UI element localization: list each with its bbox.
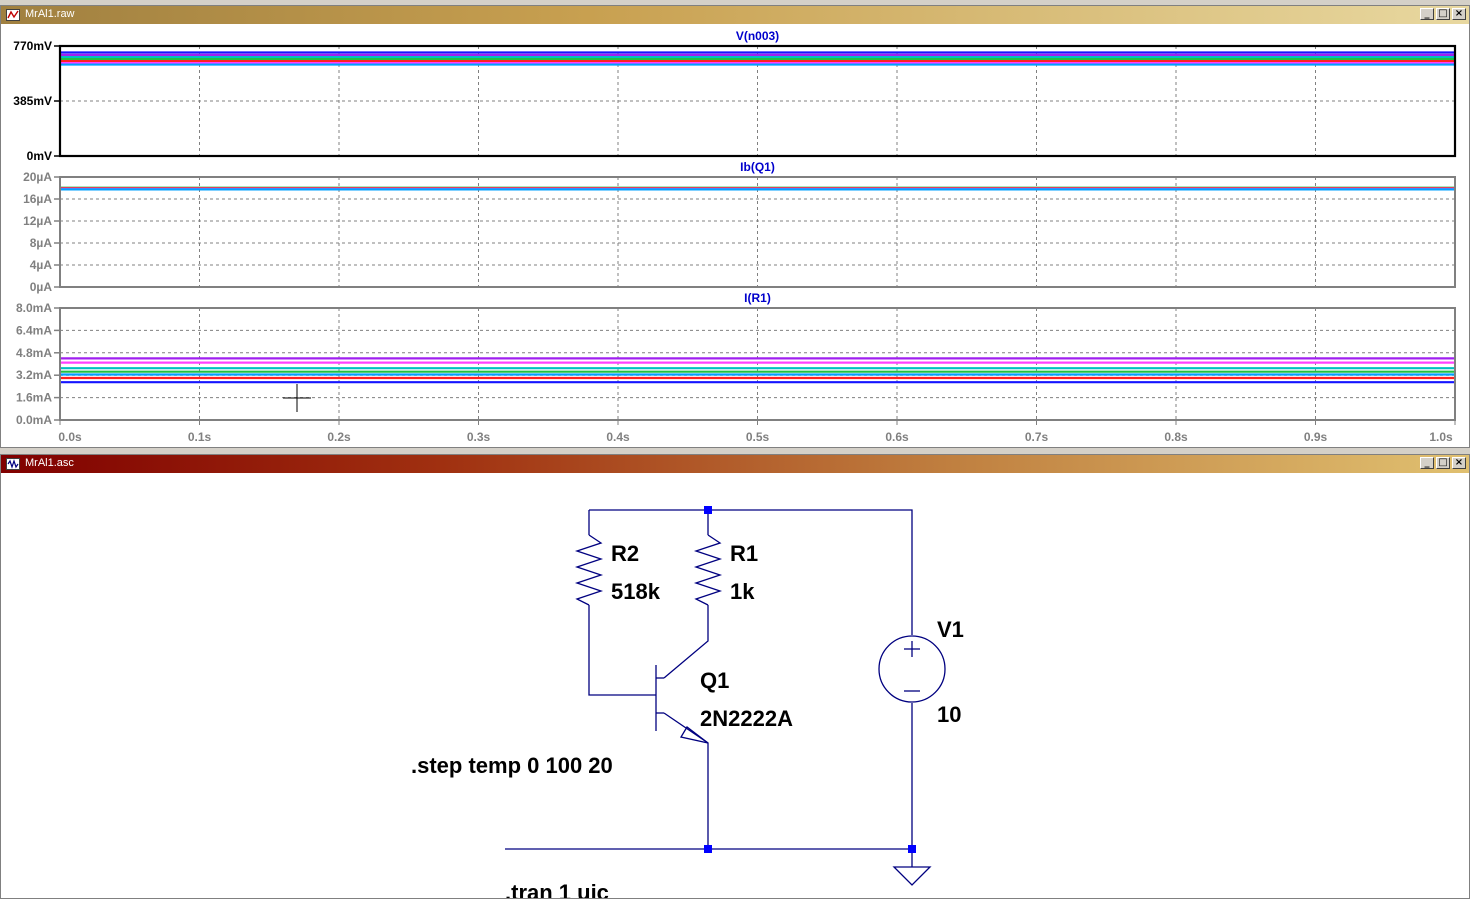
trace-title[interactable]: I(R1) [744, 291, 771, 305]
x-tick-label: 0.5s [746, 430, 770, 444]
schematic-icon [6, 458, 20, 470]
pane-1[interactable]: Ib(Q1) 0µA 4µA 8µA 12µA 16µA 20µA [23, 160, 1456, 294]
x-tick-label: 0.7s [1025, 430, 1049, 444]
q1-ref-label[interactable]: Q1 [700, 668, 729, 693]
schematic-maximize-button[interactable]: □ [1436, 457, 1450, 469]
y-tick-label: 8.0mA [16, 301, 52, 315]
schematic-window[interactable]: MrAl1.asc _ □ × [0, 454, 1470, 899]
tran-directive[interactable]: .tran 1 uic [505, 880, 609, 898]
plot-window-title: MrAl1.raw [25, 8, 75, 20]
y-tick-label: 3.2mA [16, 368, 52, 382]
pane-frame [59, 176, 1456, 288]
y-tick-label: 16µA [23, 192, 52, 206]
y-tick-label: 4.8mA [16, 346, 52, 360]
v1-ref-label[interactable]: V1 [937, 617, 964, 642]
pane-0[interactable]: V(n003) 0mV 385mV 770mV [13, 29, 1457, 163]
y-tick-label: 385mV [13, 94, 52, 108]
wire-top[interactable] [589, 509, 913, 635]
step-directive[interactable]: .step temp 0 100 20 [411, 753, 613, 778]
node-dot-ground[interactable] [908, 845, 916, 853]
plot-close-button[interactable]: × [1452, 8, 1466, 20]
resistor-r2-symbol[interactable] [574, 534, 604, 606]
schematic-window-title: MrAl1.asc [25, 457, 74, 469]
y-tick-label: 0mV [27, 149, 52, 163]
node-dot-emitter[interactable] [704, 845, 712, 853]
r1-value-label[interactable]: 1k [730, 579, 755, 604]
schematic-window-titlebar[interactable]: MrAl1.asc _ □ × [1, 455, 1469, 473]
waveform-icon [6, 9, 20, 21]
pane-frame [59, 307, 1456, 421]
v1-value-label[interactable]: 10 [937, 702, 961, 727]
plot-minimize-button[interactable]: _ [1420, 8, 1434, 20]
pane-2[interactable]: I(R1) 0.0s 0.1s 0.2s 0.3s 0.4s 0.5s 0.6s 0.7s 0.8… [16, 291, 1456, 444]
y-tick-label: 4µA [30, 258, 53, 272]
x-tick-label: 0.0s [58, 430, 82, 444]
wire-emitter[interactable] [663, 712, 709, 849]
x-tick-label: 0.3s [467, 430, 491, 444]
y-tick-label: 0.0mA [16, 413, 52, 427]
wire-r2-base[interactable] [588, 605, 656, 696]
transistor-q1-symbol[interactable] [655, 665, 709, 744]
r2-ref-label[interactable]: R2 [611, 541, 639, 566]
schematic-canvas[interactable]: R2 518k R1 1k Q1 2N2222A V1 10 .step tem… [1, 473, 1469, 898]
schematic-minimize-button[interactable]: _ [1420, 457, 1434, 469]
wire-r1-collector[interactable] [663, 605, 709, 679]
y-tick-label: 20µA [23, 170, 52, 184]
plot-maximize-button[interactable]: □ [1436, 8, 1450, 20]
y-tick-label: 0µA [30, 280, 53, 294]
x-tick-label: 0.9s [1304, 430, 1328, 444]
y-tick-label: 8µA [30, 236, 53, 250]
schematic-close-button[interactable]: × [1452, 457, 1466, 469]
x-tick-label: 0.4s [606, 430, 630, 444]
y-tick-label: 6.4mA [16, 323, 52, 337]
x-tick-label: 1.0s [1429, 430, 1453, 444]
x-tick-label: 0.8s [1164, 430, 1188, 444]
resistor-r1-symbol[interactable] [693, 534, 723, 606]
x-tick-label: 0.6s [885, 430, 909, 444]
trace-title[interactable]: Ib(Q1) [740, 160, 775, 174]
plot-window-titlebar[interactable]: MrAl1.raw _ □ × [1, 6, 1469, 24]
pane-frame [58, 44, 1457, 158]
plot-window[interactable]: MrAl1.raw _ □ × V(n003) 0mV 385mV 770mV Ib(Q… [0, 5, 1470, 448]
x-tick-label: 0.1s [188, 430, 212, 444]
node-dot-top[interactable] [704, 506, 712, 514]
y-tick-label: 770mV [13, 39, 52, 53]
waveform-plot-area[interactable]: V(n003) 0mV 385mV 770mV Ib(Q1) 0µA 4µA 8µA 12µA 1… [1, 24, 1469, 447]
r1-ref-label[interactable]: R1 [730, 541, 758, 566]
x-tick-label: 0.2s [327, 430, 351, 444]
y-tick-label: 1.6mA [16, 391, 52, 405]
voltage-source-v1-symbol[interactable] [878, 635, 946, 703]
mouse-crosshair [283, 384, 311, 412]
ground-symbol[interactable] [892, 866, 932, 886]
r2-value-label[interactable]: 518k [611, 579, 661, 604]
q1-value-label[interactable]: 2N2222A [700, 706, 793, 731]
y-tick-label: 12µA [23, 214, 52, 228]
trace-title[interactable]: V(n003) [736, 29, 779, 43]
